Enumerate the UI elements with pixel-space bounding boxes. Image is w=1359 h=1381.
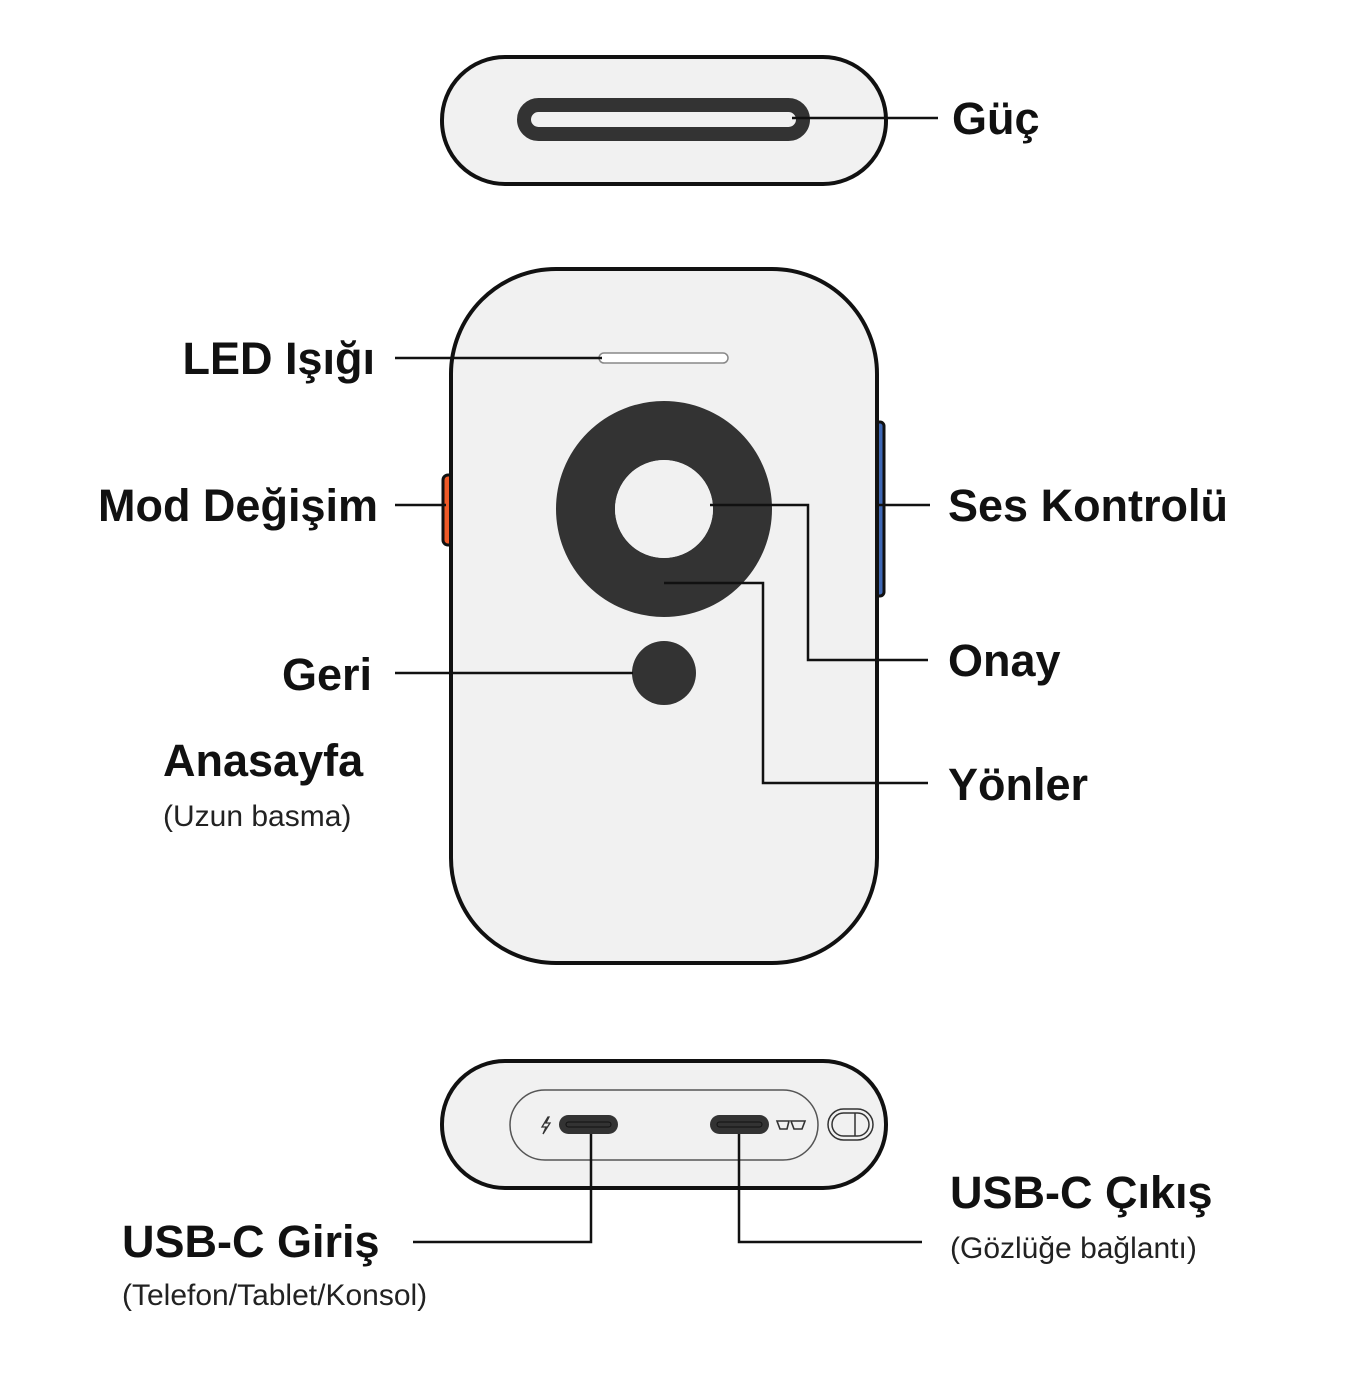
power-button <box>517 98 810 141</box>
usb-in-leader-line <box>413 1134 593 1244</box>
usb-out-leader-line <box>737 1134 922 1244</box>
bottom-view: USB-C Giriş (Telefon/Tablet/Konsol) USB-… <box>122 1059 1213 1312</box>
front-view: LED Işığı Mod Değişim Ses Kontrolü Onay … <box>98 267 1228 965</box>
lightning-icon <box>540 1116 552 1135</box>
usb-in-note: (Telefon/Tablet/Konsol) <box>122 1279 427 1312</box>
directions-leader-line <box>664 581 928 785</box>
led-label: LED Işığı <box>182 333 375 384</box>
direction-ring <box>556 401 772 617</box>
confirm-button <box>615 460 713 558</box>
power-label: Güç <box>952 93 1040 144</box>
confirm-label: Onay <box>948 635 1061 686</box>
glasses-icon <box>775 1120 807 1130</box>
directions-label: Yönler <box>948 759 1088 810</box>
home-note: (Uzun basma) <box>163 800 351 833</box>
usb-out-port-inner <box>716 1121 763 1128</box>
led-light <box>598 352 729 364</box>
usb-in-label: USB-C Giriş <box>122 1216 380 1267</box>
back-button <box>632 641 696 705</box>
port-panel <box>509 1089 819 1161</box>
usb-out-note: (Gözlüğe bağlantı) <box>950 1232 1197 1265</box>
mode-label: Mod Değişim <box>98 480 378 531</box>
top-view: Güç <box>440 55 1040 186</box>
usb-out-port <box>710 1115 769 1134</box>
usb-in-port-inner <box>565 1121 612 1128</box>
usb-in-port <box>559 1115 618 1134</box>
back-label: Geri <box>282 649 372 700</box>
switch-icon <box>827 1108 874 1141</box>
home-label: Anasayfa <box>163 735 364 786</box>
volume-label: Ses Kontrolü <box>948 480 1228 531</box>
usb-out-label: USB-C Çıkış <box>950 1167 1213 1218</box>
confirm-leader-line <box>710 503 928 662</box>
